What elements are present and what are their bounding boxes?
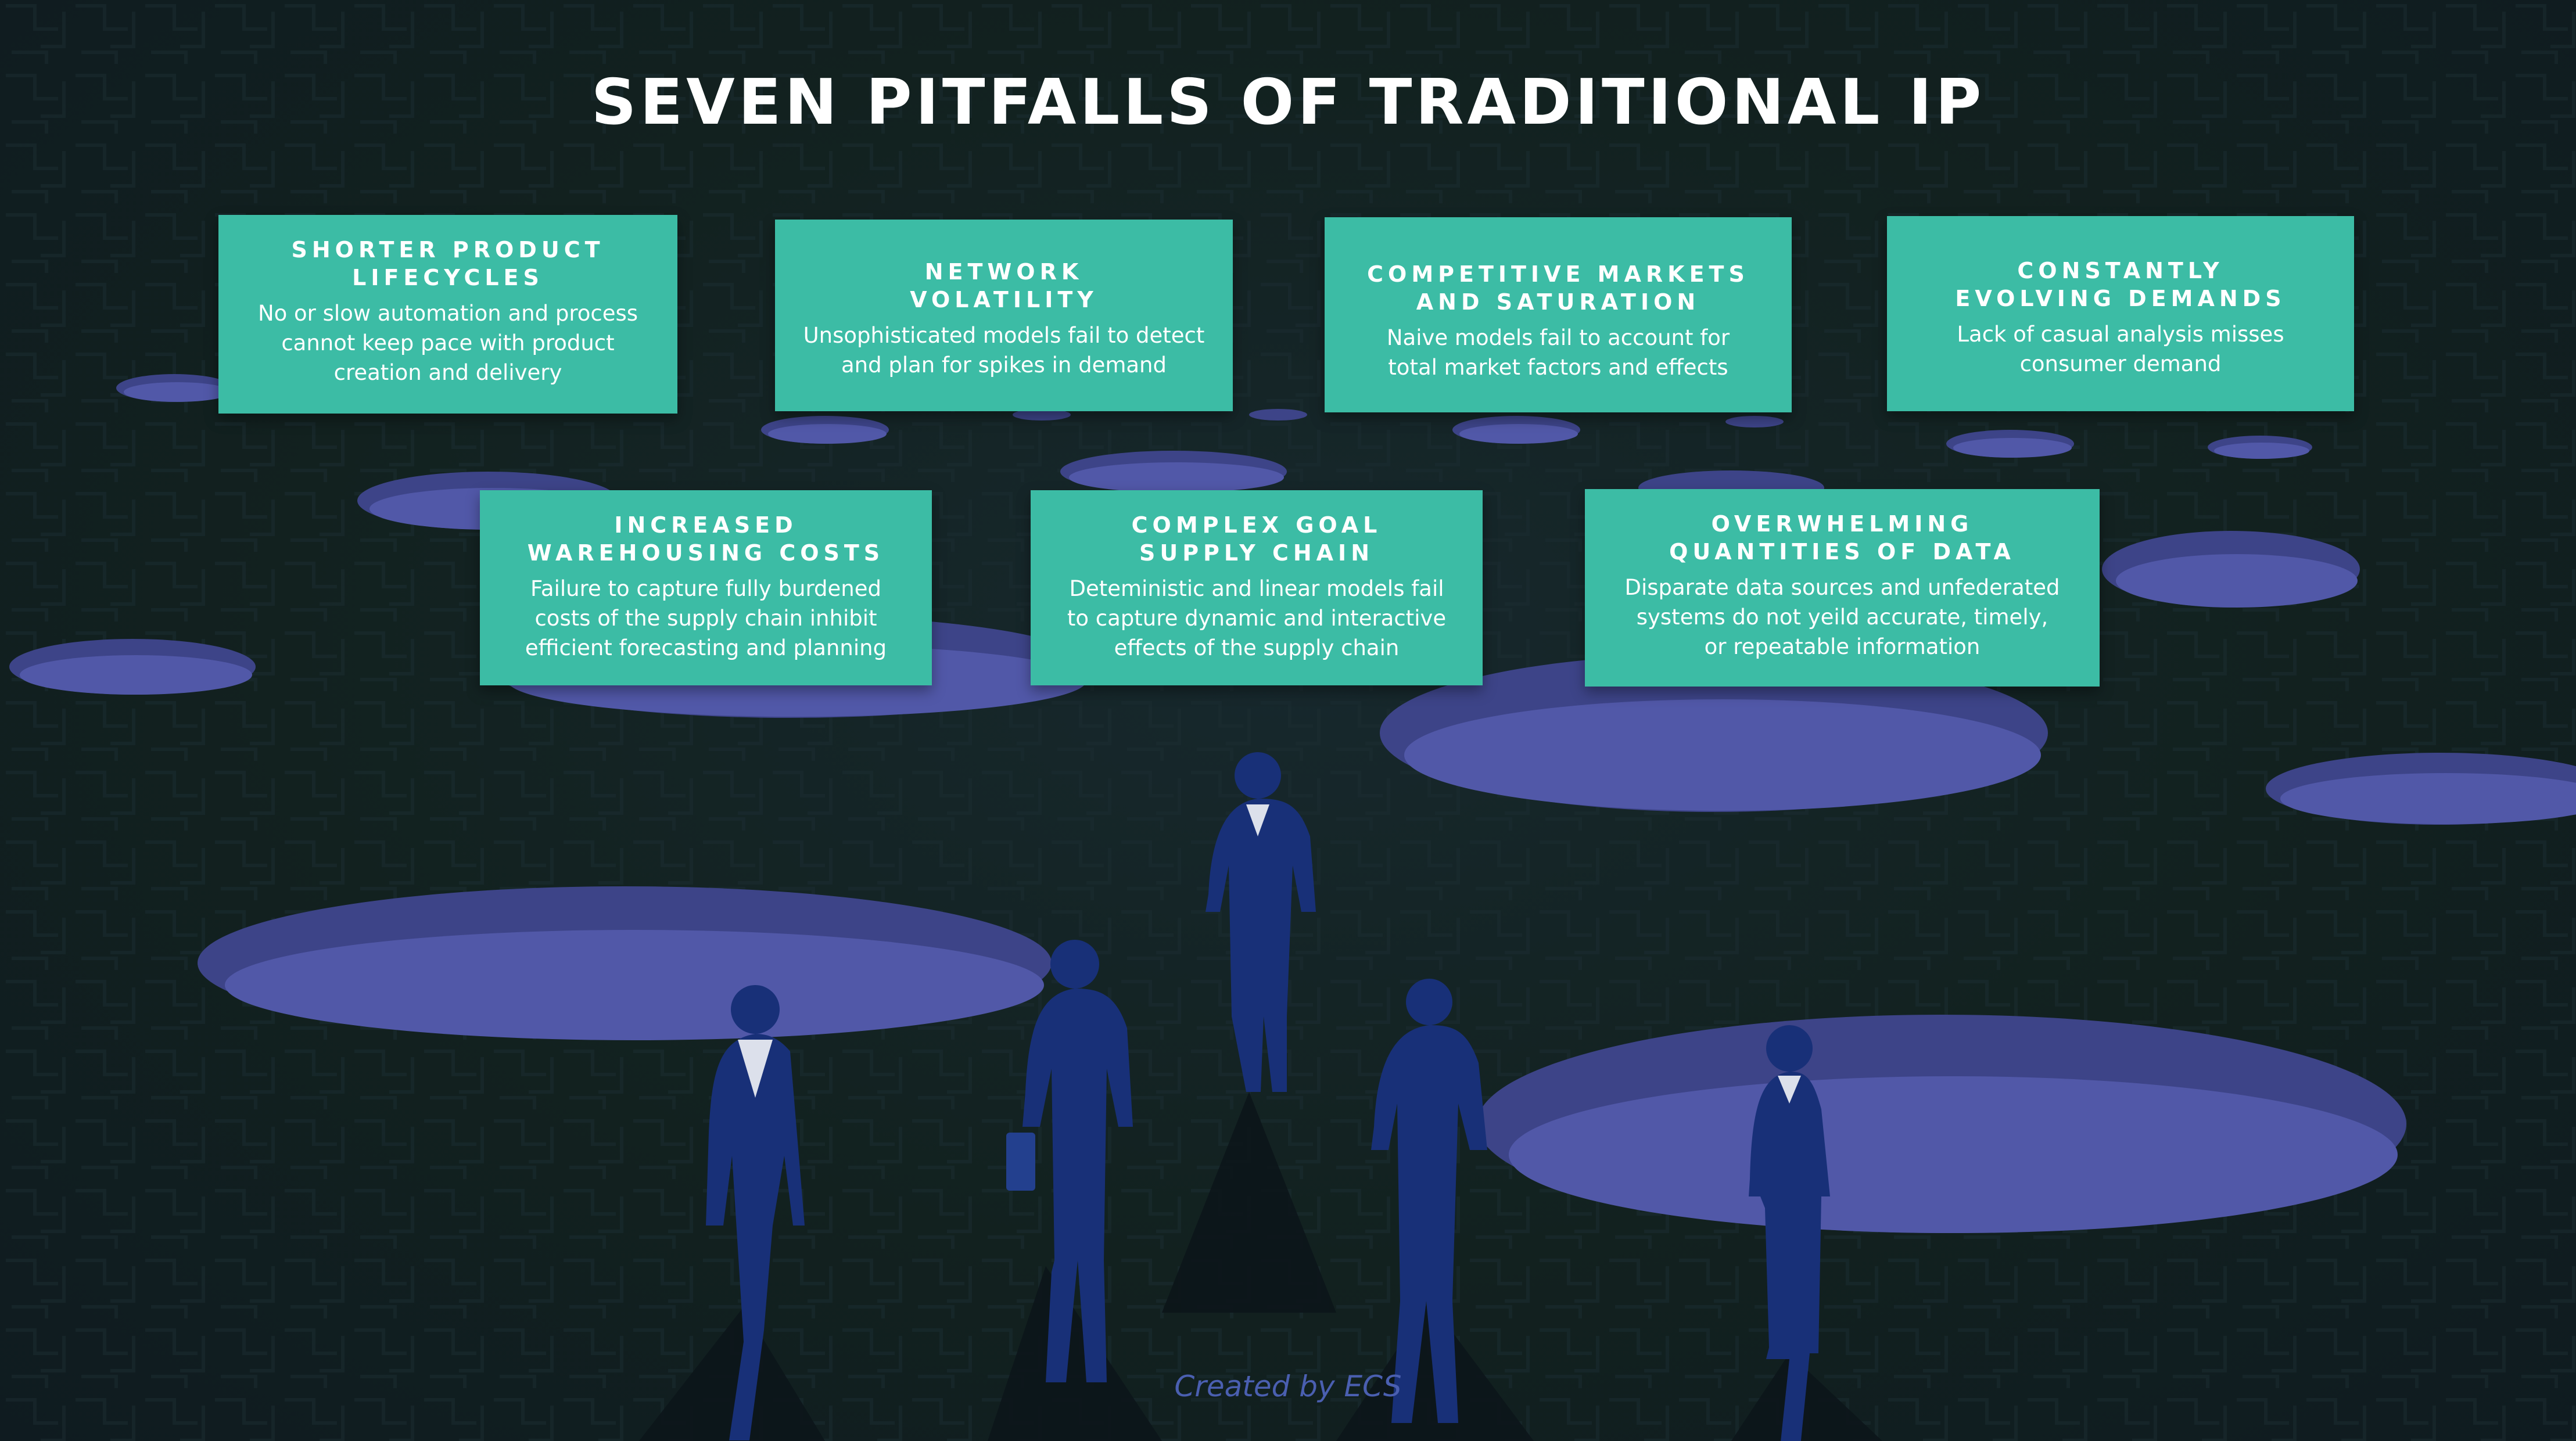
pit-hole [1725, 416, 1784, 427]
businessman-figure [1206, 752, 1316, 1092]
pit-hole [1946, 430, 2074, 458]
pitfall-title: COMPLEX GOAL SUPPLY CHAIN [1131, 512, 1382, 566]
figure-head [1766, 1025, 1813, 1072]
pitfall-title: CONSTANTLY EVOLVING DEMANDS [1955, 258, 2286, 311]
pit-hole [1477, 1015, 2406, 1233]
pit-hole [1452, 416, 1580, 444]
pitfall-title: NETWORK VOLATILITY [910, 259, 1098, 312]
pit-hole [2266, 753, 2576, 825]
figure-head [1235, 752, 1281, 799]
figure-head [1050, 940, 1099, 989]
pitfall-description: Disparate data sources and unfederated s… [1624, 575, 2060, 659]
pitfall-description: Lack of casual analysis misses consumer … [1957, 322, 2284, 376]
pit-hole [116, 374, 232, 402]
pitfall-description: Failure to capture fully burdened costs … [525, 576, 887, 660]
businessman-figure [1371, 979, 1487, 1423]
pit-hole [761, 416, 889, 444]
pit-hole [1380, 654, 2048, 812]
pit-hole [1013, 409, 1071, 421]
pit-hole [2208, 436, 2312, 459]
figure-head [1406, 979, 1452, 1025]
pitfall-card-competitive-markets: COMPETITIVE MARKETS AND SATURATION Naive… [1325, 217, 1792, 412]
pit-hole [9, 639, 256, 695]
pitfall-card-quantities-of-data: OVERWHELMING QUANTITIES OF DATA Disparat… [1585, 489, 2100, 687]
pitfall-title: OVERWHELMING QUANTITIES OF DATA [1669, 511, 2015, 565]
credit-text: Created by ECS [1174, 1370, 1402, 1403]
pitfall-card-shorter-product-lifecycles: SHORTER PRODUCT LIFECYCLES No or slow au… [218, 215, 677, 414]
infographic-title: SEVEN PITFALLS OF TRADITIONAL IP [591, 66, 1985, 139]
pitfall-description: Deteministic and linear models fail to c… [1067, 576, 1447, 660]
pitfall-card-complex-supply-chain: COMPLEX GOAL SUPPLY CHAIN Deteministic a… [1031, 490, 1483, 685]
pit-hole [1249, 409, 1307, 421]
figure-head [731, 985, 780, 1034]
pitfall-description: No or slow automation and process cannot… [257, 301, 638, 385]
pitfall-title: COMPETITIVE MARKETS AND SATURATION [1367, 261, 1749, 315]
pit-hole [2102, 531, 2360, 608]
pitfall-card-network-volatility: NETWORK VOLATILITY Unsophisticated model… [775, 220, 1233, 411]
businessman-figure [1006, 940, 1133, 1382]
pitfall-description: Naive models fail to account for total m… [1386, 325, 1730, 380]
pitfall-description: Unsophisticated models fail to detect an… [803, 323, 1205, 378]
pitfall-card-evolving-demands: CONSTANTLY EVOLVING DEMANDS Lack of casu… [1887, 216, 2354, 411]
briefcase [1006, 1133, 1035, 1191]
pit-hole [1060, 451, 1287, 493]
businessman-figure [1749, 1025, 1830, 1441]
pit-hole [198, 886, 1052, 1040]
businessman-figure [706, 985, 805, 1440]
pitfall-card-warehousing-costs: INCREASED WAREHOUSING COSTS Failure to c… [480, 490, 932, 685]
pitfall-title: SHORTER PRODUCT LIFECYCLES [291, 237, 605, 290]
pit-holes [9, 374, 2576, 1233]
pitfall-title: INCREASED WAREHOUSING COSTS [527, 512, 885, 566]
